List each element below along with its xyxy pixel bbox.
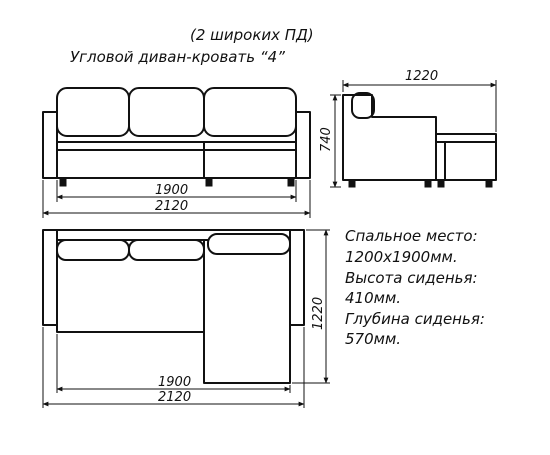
front-inner-width-label: 1900 <box>155 183 188 198</box>
front-view: 1900 2120 <box>42 87 311 218</box>
side-ottoman <box>435 133 497 181</box>
title-line-2: Угловой диван-кровать “4” <box>70 48 285 66</box>
top-right-arm <box>289 229 305 326</box>
front-base <box>56 141 297 179</box>
top-chaise <box>203 239 291 384</box>
top-cushion-3 <box>207 233 291 255</box>
top-left-arm <box>42 229 58 326</box>
side-foot-3 <box>437 179 445 188</box>
side-back-cushion <box>351 92 375 119</box>
side-foot-2 <box>424 179 432 188</box>
top-inner-width-label: 1900 <box>158 375 191 390</box>
front-foot-1 <box>59 177 67 187</box>
front-cushion-2 <box>128 87 205 137</box>
top-outer-width-label: 2120 <box>158 390 191 405</box>
side-body <box>342 94 437 181</box>
top-cushion-2 <box>128 239 205 261</box>
side-foot-1 <box>348 179 356 188</box>
spec-seat-height-value: 410мм. <box>345 289 401 307</box>
front-cushion-1 <box>56 87 130 137</box>
spec-sleeping-area-label: Спальное место: <box>345 227 478 245</box>
title-line-1: (2 широких ПД) <box>190 26 314 44</box>
front-right-arm <box>295 111 311 179</box>
front-left-arm <box>42 111 58 179</box>
spec-seat-height-label: Высота сиденья: <box>345 269 478 287</box>
spec-sleeping-area-value: 1200x1900мм. <box>345 248 458 266</box>
front-outer-width-label: 2120 <box>155 199 188 214</box>
side-foot-4 <box>485 179 493 188</box>
side-view: 1220 740 <box>319 69 497 188</box>
spec-seat-depth-label: Глубина сиденья: <box>345 310 485 328</box>
top-depth-label: 1220 <box>311 297 326 330</box>
specs: Спальное место: 1200x1900мм. Высота сиде… <box>345 227 485 348</box>
front-foot-2 <box>205 177 213 187</box>
top-view: 1900 2120 1220 <box>42 229 330 408</box>
front-foot-3 <box>287 177 295 187</box>
spec-seat-depth-value: 570мм. <box>345 330 401 348</box>
side-width-label: 1220 <box>405 69 438 84</box>
front-cushion-3 <box>203 87 297 137</box>
side-height-label: 740 <box>319 127 334 152</box>
top-cushion-1 <box>56 239 130 261</box>
